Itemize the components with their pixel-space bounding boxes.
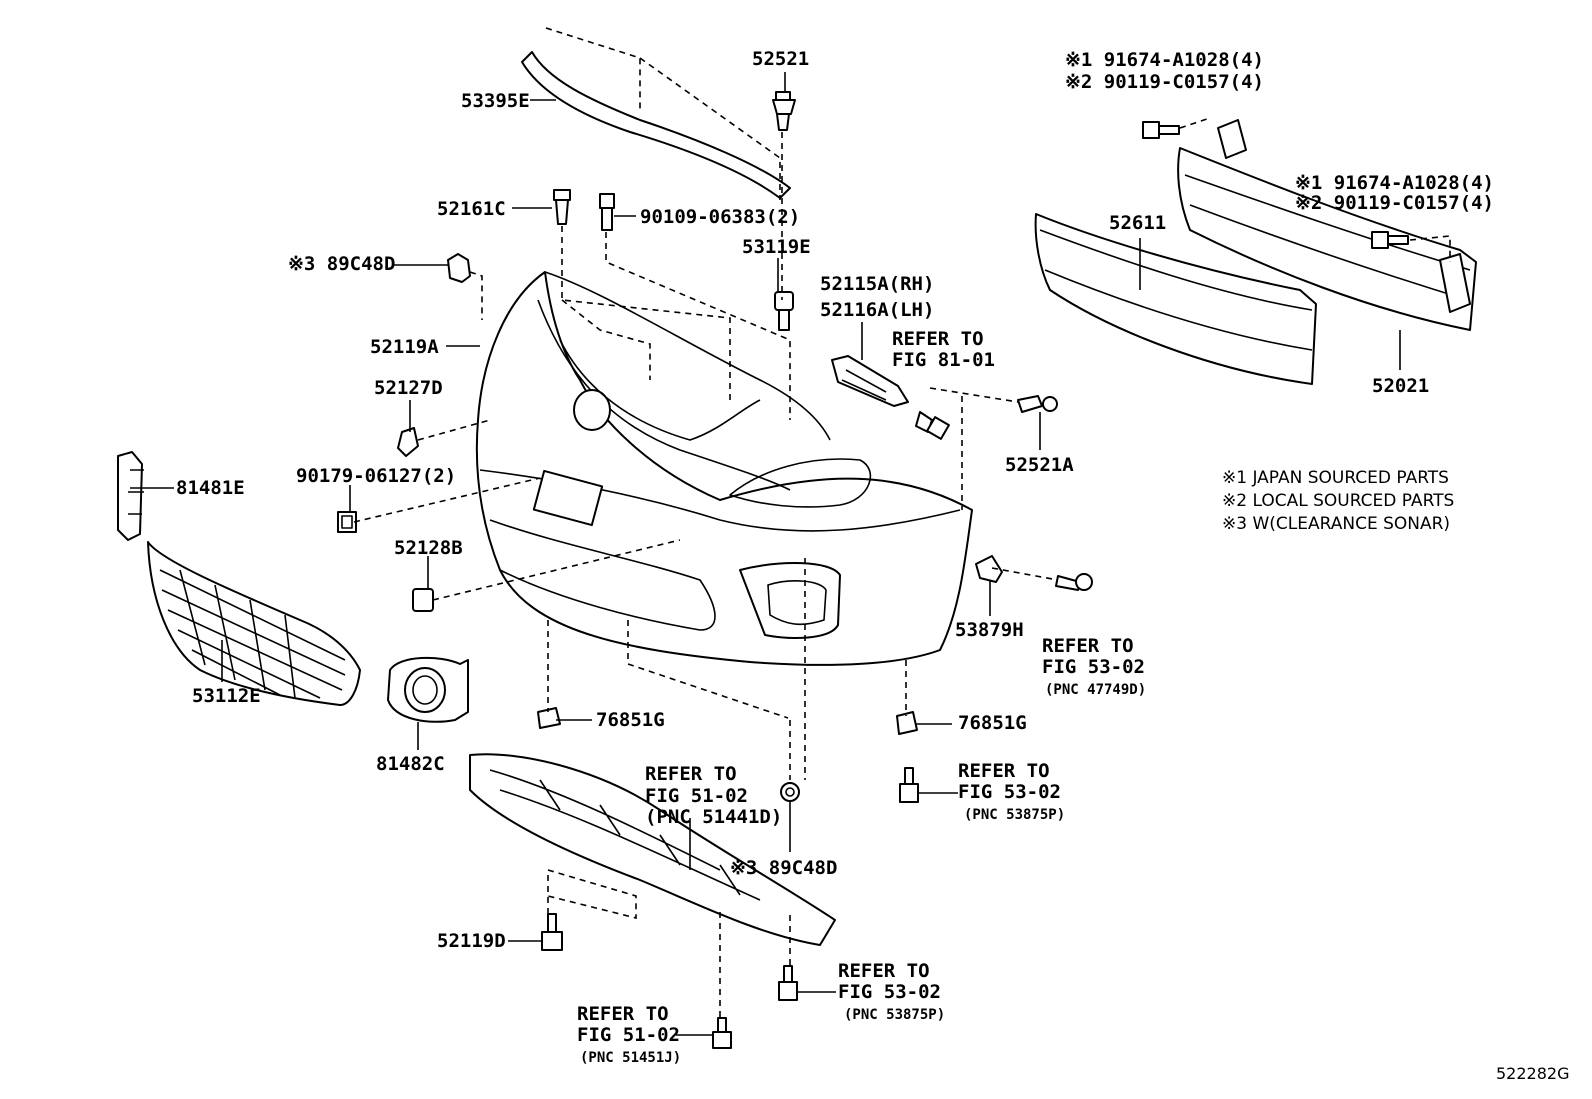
label-91674-top: ※1 91674-A1028(4) xyxy=(1065,49,1264,71)
sonar-bracket-top-shape xyxy=(447,253,471,283)
clip-52521a-shape xyxy=(1017,395,1058,413)
refer-fig-53-02-53875p-bottom: REFER TO FIG 53-02 (PNC 53875P) xyxy=(838,960,945,1023)
label-52128b: 52128B xyxy=(394,537,463,559)
label-52021: 52021 xyxy=(1372,375,1429,397)
legend-note-2: ※2 LOCAL SOURCED PARTS xyxy=(1222,491,1454,511)
sonar-ring-bottom-shape xyxy=(780,782,800,802)
bolt-91674-right-shape xyxy=(1371,231,1409,249)
clip-53119e-shape xyxy=(774,291,794,331)
label-76851g-right: 76851G xyxy=(958,712,1027,734)
label-53879h: 53879H xyxy=(955,619,1024,641)
refer-line: FIG 51-02 xyxy=(577,1024,680,1046)
label-52127d: 52127D xyxy=(374,377,443,399)
legend-note-3: ※3 W(CLEARANCE SONAR) xyxy=(1222,514,1450,534)
label-52119a: 52119A xyxy=(370,336,439,358)
label-81481e: 81481E xyxy=(176,477,245,499)
cap-52128b-shape xyxy=(412,588,434,612)
refer-fig-81-01: REFER TO FIG 81-01 xyxy=(892,328,995,371)
retainer-53879h-shape xyxy=(975,555,1003,583)
clip-52521-shape xyxy=(772,91,796,131)
seal-strip-shape xyxy=(521,51,791,199)
label-52116a: 52116A(LH) xyxy=(820,299,934,321)
label-52115a: 52115A(RH) xyxy=(820,273,934,295)
label-52161c: 52161C xyxy=(437,198,506,220)
screw-53875p-right-shape xyxy=(899,767,919,803)
clip-76851g-right-shape xyxy=(896,711,918,735)
label-52521a: 52521A xyxy=(1005,454,1074,476)
label-53395e: 53395E xyxy=(461,90,530,112)
label-90119-right: ※2 90119-C0157(4) xyxy=(1295,192,1494,214)
refer-pnc: (PNC 47749D) xyxy=(1045,682,1146,698)
label-76851g-left: 76851G xyxy=(596,709,665,731)
bolt-91674-top-shape xyxy=(1142,121,1180,139)
label-90119-top: ※2 90119-C0157(4) xyxy=(1065,71,1264,93)
leader-lines xyxy=(130,72,1401,1036)
legend: ※1 JAPAN SOURCED PARTS ※2 LOCAL SOURCED … xyxy=(1222,468,1454,534)
cap-52127d-shape xyxy=(397,427,419,457)
refer-line: REFER TO xyxy=(958,760,1050,782)
refer-line: FIG 53-02 xyxy=(838,981,941,1003)
refer-pnc: (PNC 53875P) xyxy=(964,807,1065,823)
refer-fig-53-02-53875p-right: REFER TO FIG 53-02 (PNC 53875P) xyxy=(958,760,1065,823)
bracket-81481e-shape xyxy=(117,451,144,541)
refer-line: FIG 81-01 xyxy=(892,349,995,371)
refer-pnc: (PNC 51441D) xyxy=(645,806,782,828)
label-52611: 52611 xyxy=(1109,212,1166,234)
bolt-90109-shape xyxy=(599,193,615,231)
side-bracket-52115a-shape xyxy=(831,355,909,407)
screw-47749d-shape xyxy=(1055,573,1093,591)
bolt-52119d-shape xyxy=(541,913,563,951)
clip-52161c-shape xyxy=(553,189,571,225)
refer-line: REFER TO xyxy=(577,1003,669,1025)
label-90179-06127: 90179-06127(2) xyxy=(296,465,456,487)
label-81482c: 81482C xyxy=(376,753,445,775)
refer-fig-51-02-51451j: REFER TO FIG 51-02 (PNC 51451J) xyxy=(577,1003,681,1066)
assembly-dashed-lines xyxy=(353,27,1451,1018)
refer-line: FIG 53-02 xyxy=(1042,656,1145,678)
refer-line: REFER TO xyxy=(645,763,737,785)
nut-90179-shape xyxy=(337,511,357,533)
refer-line: FIG 51-02 xyxy=(645,785,748,807)
refer-line: REFER TO xyxy=(892,328,984,350)
figure-id: 522282G xyxy=(1496,1064,1569,1083)
refer-pnc: (PNC 53875P) xyxy=(844,1007,945,1023)
label-90109-06383: 90109-06383(2) xyxy=(640,206,800,228)
label-53119e: 53119E xyxy=(742,236,811,258)
label-53112e: 53112E xyxy=(192,685,261,707)
refer-fig-53-02-47749d: REFER TO FIG 53-02 (PNC 47749D) xyxy=(1042,635,1146,698)
bumper-cover-shape xyxy=(475,271,973,666)
label-91674-right: ※1 91674-A1028(4) xyxy=(1295,172,1494,194)
refer-pnc: (PNC 51451J) xyxy=(580,1050,681,1066)
refer-line: REFER TO xyxy=(838,960,930,982)
label-89c48d-top: ※3 89C48D xyxy=(288,253,395,275)
screw-53875p-bottom-shape xyxy=(778,965,798,1001)
label-89c48d-bottom: ※3 89C48D xyxy=(730,857,837,879)
clip-76851g-left-shape xyxy=(537,707,561,729)
grille-53112e-shape xyxy=(147,541,361,706)
bolt-81-01-shape xyxy=(915,411,950,440)
refer-line: FIG 53-02 xyxy=(958,781,1061,803)
absorber-52611-shape xyxy=(1034,213,1317,385)
refer-fig-51-02-51441d: REFER TO FIG 51-02 (PNC 51441D) xyxy=(645,763,782,828)
refer-line: REFER TO xyxy=(1042,635,1134,657)
under-cover-shape xyxy=(469,753,836,946)
reinforcement-52021-shape xyxy=(1177,119,1477,331)
label-52521: 52521 xyxy=(752,48,809,70)
fog-cover-81482c-shape xyxy=(387,656,469,723)
screw-51451j-shape xyxy=(712,1017,732,1049)
legend-note-1: ※1 JAPAN SOURCED PARTS xyxy=(1222,468,1449,488)
label-52119d: 52119D xyxy=(437,930,506,952)
